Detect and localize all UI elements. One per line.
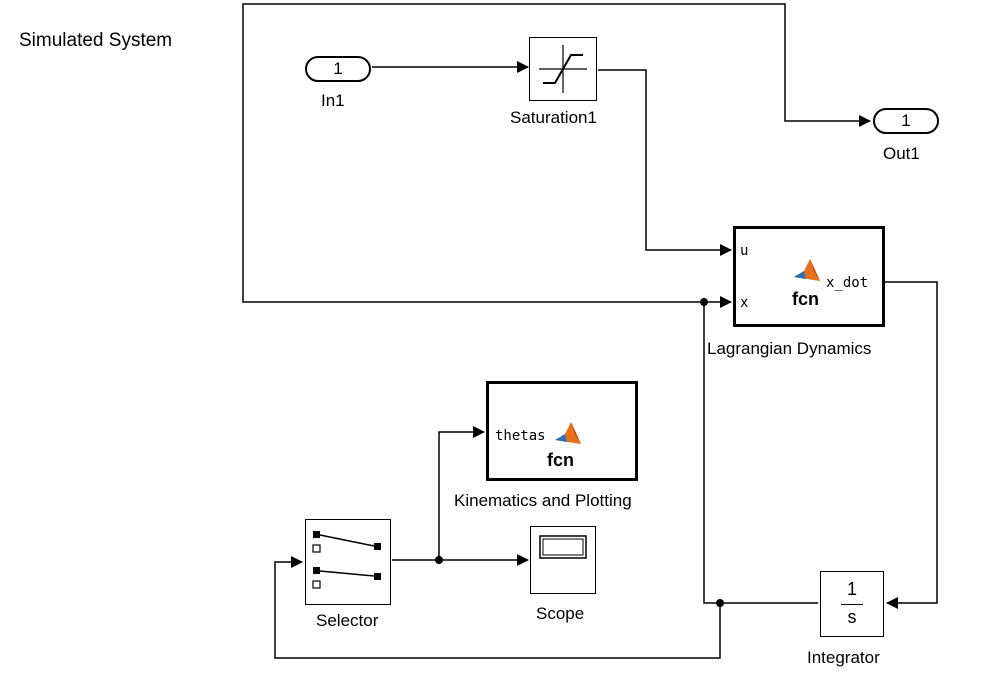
wire-state-out1[interactable] bbox=[242, 3, 871, 303]
junction-dot bbox=[435, 556, 443, 564]
kinematics-plotting-block[interactable]: thetas fcn bbox=[486, 381, 638, 481]
wire-selector-kinematics[interactable] bbox=[438, 426, 485, 560]
lagrangian-label: Lagrangian Dynamics bbox=[707, 339, 872, 358]
integrator-fraction-bar bbox=[841, 604, 863, 605]
lagrangian-fcn-text: fcn bbox=[792, 289, 819, 309]
saturation-block[interactable] bbox=[529, 37, 597, 101]
in1-port-block[interactable]: 1 bbox=[305, 56, 371, 82]
saturation-label: Saturation1 bbox=[510, 108, 597, 127]
matlab-logo-icon bbox=[794, 259, 820, 281]
integrator-label: Integrator bbox=[807, 648, 880, 667]
out1-port-block[interactable]: 1 bbox=[873, 108, 939, 134]
junction-dot bbox=[716, 599, 724, 607]
port-x-label: x bbox=[740, 295, 749, 311]
matlab-logo-icon bbox=[555, 422, 581, 444]
selector-icon bbox=[312, 531, 381, 589]
wire-saturation-u[interactable] bbox=[598, 69, 732, 256]
integrator-block[interactable]: 1 s bbox=[820, 571, 884, 637]
scope-screen-icon bbox=[539, 535, 587, 559]
wire-integrator-x[interactable] bbox=[703, 302, 818, 604]
port-thetas-label: thetas bbox=[495, 428, 546, 444]
scope-block[interactable] bbox=[530, 526, 596, 594]
in1-port-number: 1 bbox=[333, 59, 343, 78]
in1-label: In1 bbox=[321, 91, 345, 110]
out1-port-number: 1 bbox=[901, 111, 911, 130]
integrator-numerator: 1 bbox=[846, 579, 857, 599]
wire-xdot-integrator[interactable] bbox=[884, 281, 938, 609]
selector-label: Selector bbox=[316, 611, 379, 630]
wire-integrator-selector[interactable] bbox=[274, 556, 721, 659]
saturation-icon bbox=[539, 45, 587, 93]
kinematics-label: Kinematics and Plotting bbox=[454, 491, 632, 510]
diagram-title: Simulated System bbox=[19, 30, 173, 51]
junction-dot bbox=[700, 298, 708, 306]
integrator-denominator: s bbox=[847, 607, 857, 627]
scope-label: Scope bbox=[536, 604, 585, 623]
lagrangian-dynamics-block[interactable]: u x x_dot fcn bbox=[733, 226, 885, 327]
out1-label: Out1 bbox=[883, 144, 920, 163]
port-xdot-label: x_dot bbox=[826, 275, 869, 291]
selector-block[interactable] bbox=[305, 519, 391, 605]
kinematics-fcn-text: fcn bbox=[547, 450, 574, 470]
port-u-label: u bbox=[740, 243, 749, 259]
